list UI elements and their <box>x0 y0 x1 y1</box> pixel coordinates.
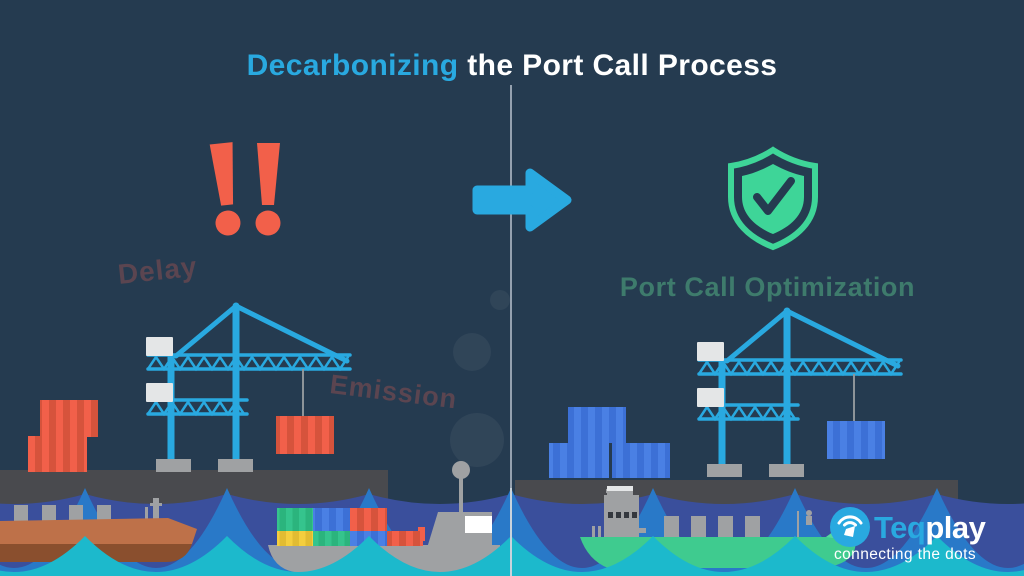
arrow-right-icon <box>472 168 572 232</box>
teqplay-signal-icon <box>830 507 870 547</box>
title-highlight: Decarbonizing <box>246 49 459 83</box>
optimization-label: Port Call Optimization <box>619 272 916 302</box>
red-container-stack <box>28 400 98 472</box>
blue-container-stack <box>549 407 670 478</box>
bubbles <box>450 290 510 467</box>
bulk-ship-brown <box>0 498 197 562</box>
container-crane-left <box>146 306 350 472</box>
shield-check-icon <box>728 146 818 251</box>
teqplay-logo: Teqplay connecting the dots <box>830 507 1014 564</box>
container-crane-right <box>697 311 901 477</box>
title-rest: the Port Call Process <box>458 49 778 83</box>
teqplay-tagline: connecting the dots <box>834 546 977 563</box>
page-title: Decarbonizing the Port Call Process <box>0 49 1024 83</box>
double-exclamation-icon <box>209 142 281 236</box>
teqplay-wordmark: Teqplay <box>874 509 986 545</box>
hanging-red-container <box>276 416 334 454</box>
hanging-blue-container <box>827 421 885 459</box>
